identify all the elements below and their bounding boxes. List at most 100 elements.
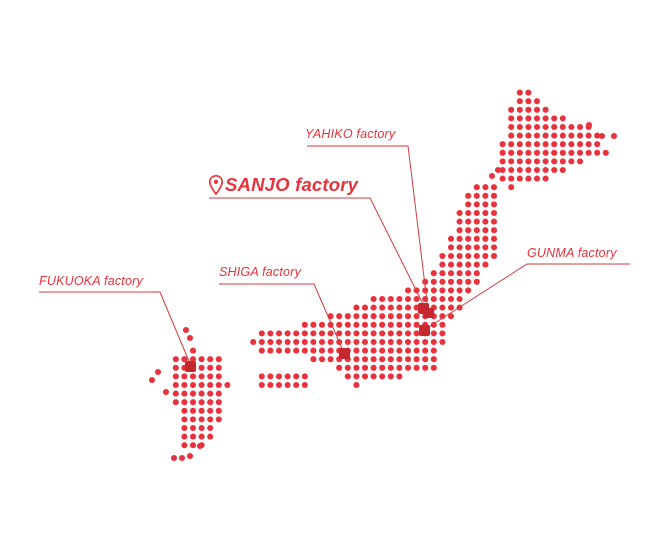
map-dot [301, 381, 308, 389]
map-dot [482, 244, 489, 251]
map-dot [516, 175, 523, 182]
map-dot [189, 390, 197, 397]
map-dot [482, 201, 489, 208]
map-dot [447, 235, 455, 242]
map-dot [284, 347, 291, 354]
map-dot [473, 218, 480, 225]
map-dot [361, 338, 369, 346]
map-dot [344, 321, 351, 328]
map-dot [559, 158, 566, 165]
map-dot [284, 381, 291, 389]
map-dot [422, 338, 429, 346]
map-dot [387, 330, 394, 337]
map-dot [310, 338, 317, 346]
map-dot [207, 416, 214, 423]
map-dot [353, 313, 360, 320]
map-dot [189, 433, 197, 440]
map-dot [508, 158, 515, 165]
map-dot [490, 252, 498, 260]
map-dot [215, 416, 222, 423]
map-dot [353, 330, 360, 337]
map-dot [318, 338, 326, 346]
map-dot [336, 321, 343, 328]
map-dot [196, 442, 204, 450]
map-dot [568, 149, 575, 156]
map-dot [482, 261, 489, 268]
map-dot [542, 158, 549, 165]
map-dot [465, 278, 472, 285]
marker-gunma[interactable] [419, 325, 430, 336]
map-dot [594, 132, 601, 139]
map-dot [379, 364, 386, 371]
map-dot [387, 373, 394, 380]
map-dot [430, 295, 437, 303]
map-dot [508, 132, 515, 139]
map-dot [215, 364, 222, 371]
map-dot [258, 373, 265, 380]
label-shiga[interactable]: SHIGA factory [219, 265, 302, 279]
map-dot [576, 141, 584, 148]
map-dot [396, 338, 403, 346]
map-dot [379, 304, 386, 311]
map-dot [379, 347, 386, 354]
map-dot [198, 424, 205, 432]
map-dot [198, 433, 205, 440]
map-dot [465, 244, 472, 251]
map-dot [172, 356, 179, 363]
map-dot [207, 424, 214, 432]
map-dot [293, 338, 300, 346]
label-gunma[interactable]: GUNMA factory [527, 246, 617, 260]
map-dot [508, 184, 515, 191]
map-dot [551, 166, 558, 174]
map-dot [499, 149, 506, 156]
map-dot [353, 373, 360, 380]
map-dot [447, 270, 455, 277]
leader-line-yahiko [307, 145, 429, 311]
map-dot [404, 287, 412, 294]
map-dot [456, 261, 463, 268]
map-dot [370, 373, 377, 380]
map-dot [181, 407, 188, 414]
map-dot [387, 356, 394, 363]
map-dot [525, 98, 532, 105]
map-dot [490, 235, 498, 242]
map-dot [482, 184, 489, 191]
map-dot [465, 192, 472, 199]
map-dot [559, 166, 566, 174]
map-dot [516, 115, 523, 122]
map-dot [516, 98, 523, 105]
map-dot [379, 373, 386, 380]
map-dot [396, 330, 403, 337]
map-dot [585, 121, 593, 129]
marker-fukuoka[interactable] [185, 361, 196, 372]
map-dot [198, 399, 205, 406]
map-dot [396, 373, 403, 380]
leader-line-sanjo [209, 197, 425, 307]
map-dot [404, 313, 412, 320]
map-dot [172, 373, 179, 380]
map-dot [189, 416, 197, 423]
map-dot [482, 227, 489, 234]
label-yahiko[interactable]: YAHIKO factory [305, 127, 396, 141]
marker-yahiko[interactable] [424, 308, 434, 318]
map-dot [533, 106, 541, 113]
map-dot [473, 235, 480, 242]
marker-shiga[interactable] [339, 348, 350, 359]
map-dot [456, 270, 463, 277]
map-dot [413, 295, 420, 303]
map-dot [542, 115, 549, 122]
label-fukuoka[interactable]: FUKUOKA factory [39, 274, 143, 288]
map-dot [318, 356, 326, 363]
label-sanjo[interactable]: SANJO factory [225, 174, 359, 195]
map-dot [170, 454, 178, 462]
map-dot [336, 364, 343, 371]
map-dot [387, 295, 394, 303]
map-dot [215, 381, 222, 389]
map-dot [447, 304, 455, 311]
map-dot [310, 321, 317, 328]
map-dot [413, 321, 420, 328]
map-dot [413, 330, 420, 337]
map-dot [258, 381, 265, 389]
map-dot [189, 381, 197, 389]
map-dot [447, 278, 455, 285]
